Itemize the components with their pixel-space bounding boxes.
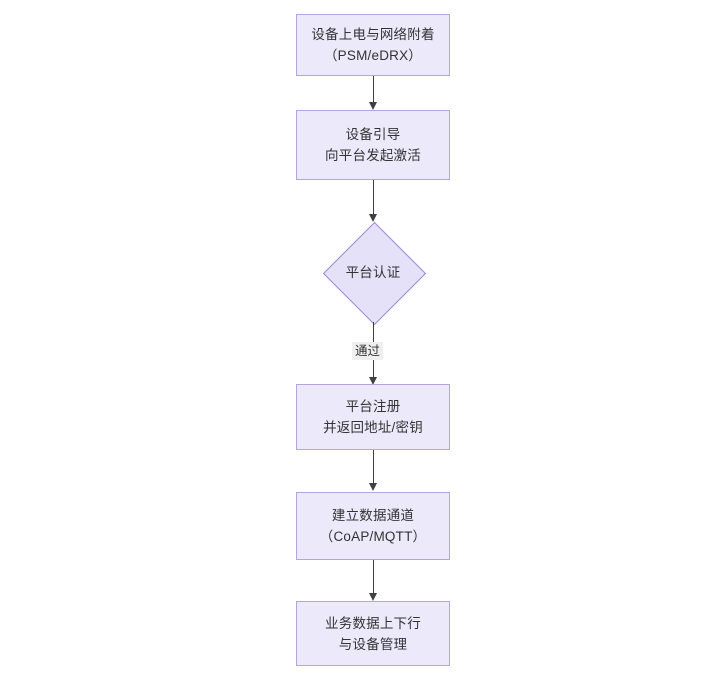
edge-arrowhead-icon (368, 483, 377, 491)
edge-line (373, 450, 374, 484)
edge-line (373, 560, 374, 594)
node-data-channel-line2: （CoAP/MQTT） (319, 529, 427, 544)
edge-label-pass: 通过 (352, 342, 384, 360)
node-data-channel-line1: 建立数据通道 (331, 508, 415, 523)
node-bootstrap-line2: 向平台发起激活 (325, 148, 421, 163)
node-service-data[interactable]: 业务数据上下行 与设备管理 (296, 601, 450, 666)
edge-arrowhead-icon (368, 102, 377, 110)
node-power-on-line1: 设备上电与网络附着 (311, 27, 435, 42)
node-platform-auth[interactable]: 平台认证 (318, 221, 428, 325)
node-platform-auth-label: 平台认证 (345, 264, 401, 280)
node-platform-register-line1: 平台注册 (345, 399, 401, 414)
edge-arrowhead-icon (368, 214, 377, 222)
node-bootstrap-line1: 设备引导 (345, 127, 401, 142)
edge-arrowhead-icon (368, 593, 377, 601)
node-platform-register-line2: 并返回地址/密钥 (323, 420, 423, 435)
node-bootstrap[interactable]: 设备引导 向平台发起激活 (296, 110, 450, 180)
node-platform-register[interactable]: 平台注册 并返回地址/密钥 (296, 384, 450, 450)
node-service-data-line2: 与设备管理 (338, 636, 408, 652)
node-data-channel[interactable]: 建立数据通道 （CoAP/MQTT） (296, 492, 450, 560)
edge-arrowhead-icon (368, 377, 377, 385)
edge-line (373, 180, 374, 215)
node-service-data-line1: 业务数据上下行 (325, 615, 421, 631)
edge-line (373, 76, 374, 103)
node-power-on-line2: （PSM/eDRX） (323, 48, 423, 63)
node-power-on[interactable]: 设备上电与网络附着 （PSM/eDRX） (296, 14, 450, 76)
